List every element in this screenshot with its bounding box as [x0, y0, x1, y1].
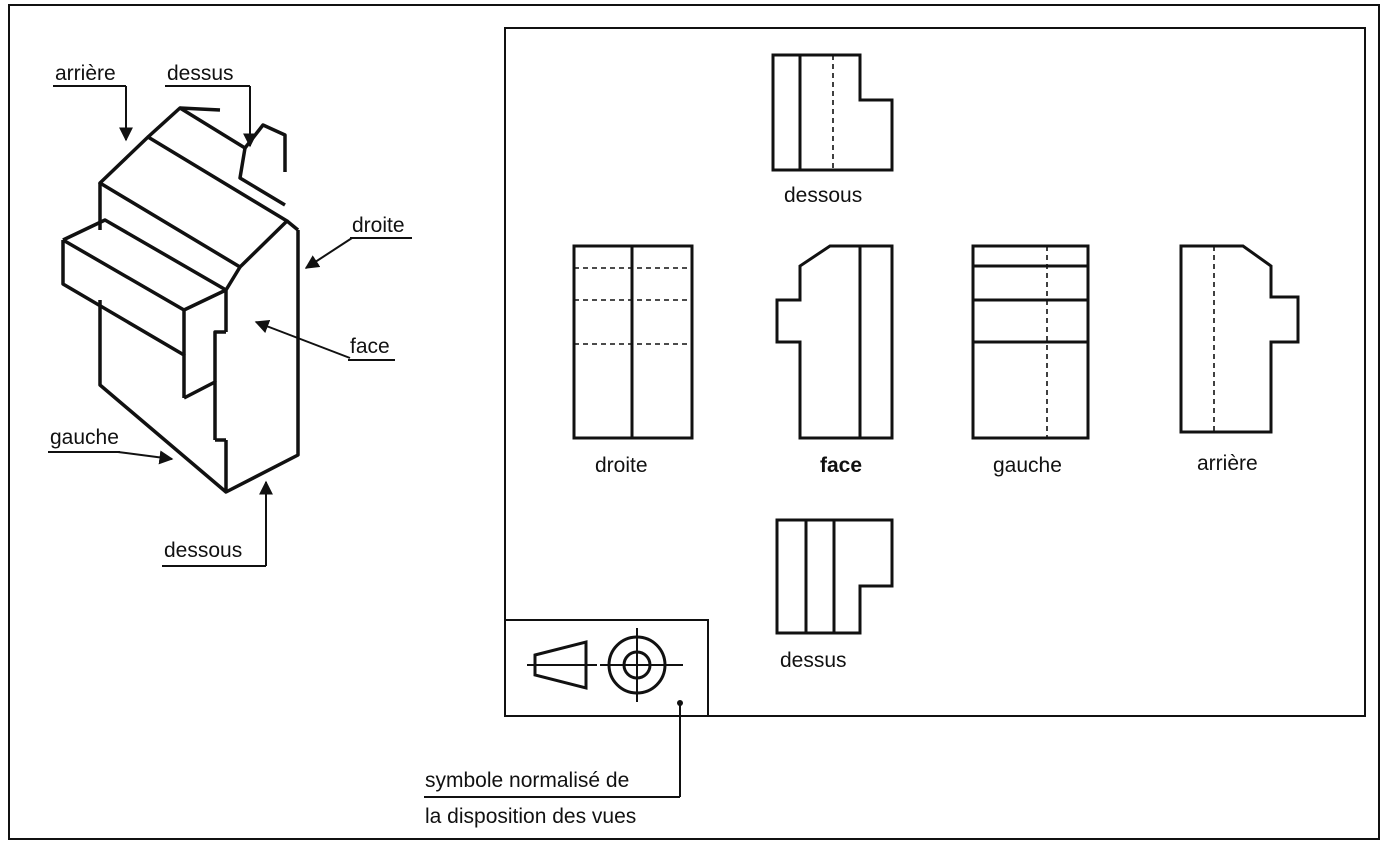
symbol-caption-line1: symbole normalisé de	[425, 769, 629, 792]
view-label-droite: droite	[595, 454, 648, 477]
views-frame	[504, 27, 1366, 717]
view-arriere: arrière	[1179, 244, 1300, 475]
pictorial-annotations: arrière dessus droite face gauche dessou…	[48, 62, 412, 567]
diagram-frame	[8, 4, 1380, 840]
symbol-caption: symbole normalisé de la disposition des …	[425, 769, 636, 828]
label-dessus: dessus	[167, 62, 234, 85]
view-label-face: face	[820, 454, 862, 477]
view-label-dessous: dessous	[784, 184, 862, 207]
symbol-caption-line2: la disposition des vues	[425, 805, 636, 828]
view-droite: droite	[572, 244, 694, 477]
projection-symbol	[424, 619, 709, 798]
label-face: face	[350, 335, 390, 358]
label-arriere: arrière	[55, 62, 116, 85]
view-gauche: gauche	[971, 244, 1090, 477]
view-face: face	[775, 244, 894, 477]
label-gauche: gauche	[50, 426, 119, 449]
label-droite: droite	[352, 214, 405, 237]
view-dessous: dessous	[771, 53, 894, 207]
view-label-gauche: gauche	[993, 454, 1062, 477]
isometric-part	[61, 106, 300, 494]
view-label-dessus: dessus	[780, 649, 847, 672]
view-label-arriere: arrière	[1197, 452, 1258, 475]
label-dessous: dessous	[164, 539, 242, 562]
view-dessus: dessus	[775, 518, 894, 672]
